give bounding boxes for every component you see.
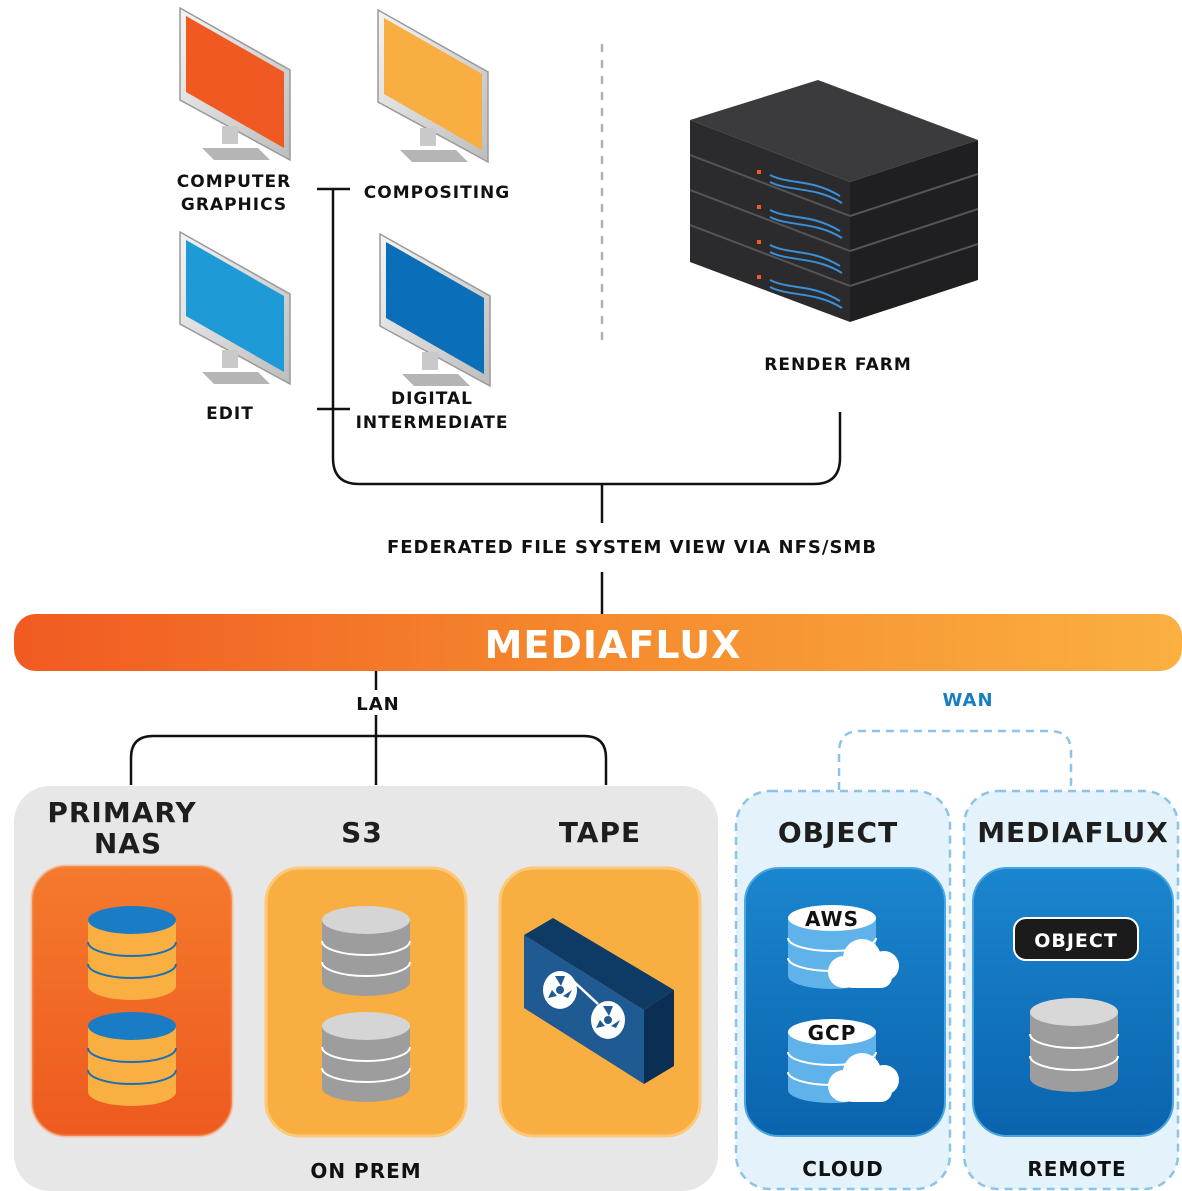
- label-gcp: GCP: [808, 1021, 857, 1045]
- s3-disk-icon-1: [321, 906, 411, 996]
- gcp-storage-icon: [787, 1019, 899, 1103]
- label-primary-nas-line1: PRIMARY: [47, 796, 196, 829]
- mediaflux-bar-label: MEDIAFLUX: [485, 623, 742, 667]
- aws-cloud-icon: [828, 939, 899, 988]
- label-s3: S3: [341, 816, 383, 849]
- label-compositing: COMPOSITING: [364, 183, 510, 203]
- label-federated-view: FEDERATED FILE SYSTEM VIEW VIA NFS/SMB: [387, 537, 877, 558]
- primary-nas-box: [30, 864, 234, 1138]
- s3-disk-icon-2: [321, 1012, 411, 1102]
- wan-connector-lines: [837, 729, 1073, 790]
- label-computer-graphics-line2: GRAPHICS: [181, 195, 287, 215]
- label-on-prem: ON PREM: [310, 1159, 421, 1183]
- remote-disk-icon: [1029, 998, 1119, 1092]
- label-edit: EDIT: [206, 404, 254, 424]
- label-object-cloud-title: OBJECT: [778, 816, 898, 849]
- primary-nas-disk-icon-2: [87, 1012, 177, 1106]
- label-aws: AWS: [805, 907, 859, 931]
- label-digital-intermediate-line1: DIGITAL: [391, 389, 473, 409]
- label-lan: LAN: [356, 694, 399, 715]
- object-badge-label: OBJECT: [1034, 930, 1118, 952]
- label-digital-intermediate-line2: INTERMEDIATE: [356, 413, 509, 433]
- mediaflux-bar: [14, 614, 1182, 671]
- aws-storage-icon: [787, 905, 899, 989]
- label-computer-graphics-line1: COMPUTER: [177, 172, 291, 192]
- monitor-computer-graphics-icon: [179, 6, 291, 162]
- label-tape: TAPE: [559, 816, 641, 849]
- primary-nas-disk-icon-1: [87, 906, 177, 1000]
- monitor-edit-icon: [179, 230, 291, 386]
- monitor-compositing-icon: [377, 8, 489, 164]
- label-primary-nas-line2: NAS: [94, 827, 162, 860]
- s3-box: [264, 866, 468, 1138]
- label-wan: WAN: [942, 690, 993, 711]
- workstation-connector-lines: [317, 187, 842, 614]
- monitor-digital-intermediate-icon: [379, 232, 491, 388]
- gcp-cloud-icon: [828, 1053, 899, 1102]
- render-farm-server-icon: [689, 80, 979, 322]
- lan-connector-lines: [129, 671, 608, 785]
- tape-drive-icon: [524, 918, 674, 1084]
- label-cloud: CLOUD: [802, 1157, 884, 1181]
- object-badge: [1013, 917, 1139, 961]
- label-mediaflux-remote-title: MEDIAFLUX: [977, 816, 1169, 849]
- label-remote: REMOTE: [1027, 1157, 1126, 1181]
- label-render-farm: RENDER FARM: [764, 355, 912, 375]
